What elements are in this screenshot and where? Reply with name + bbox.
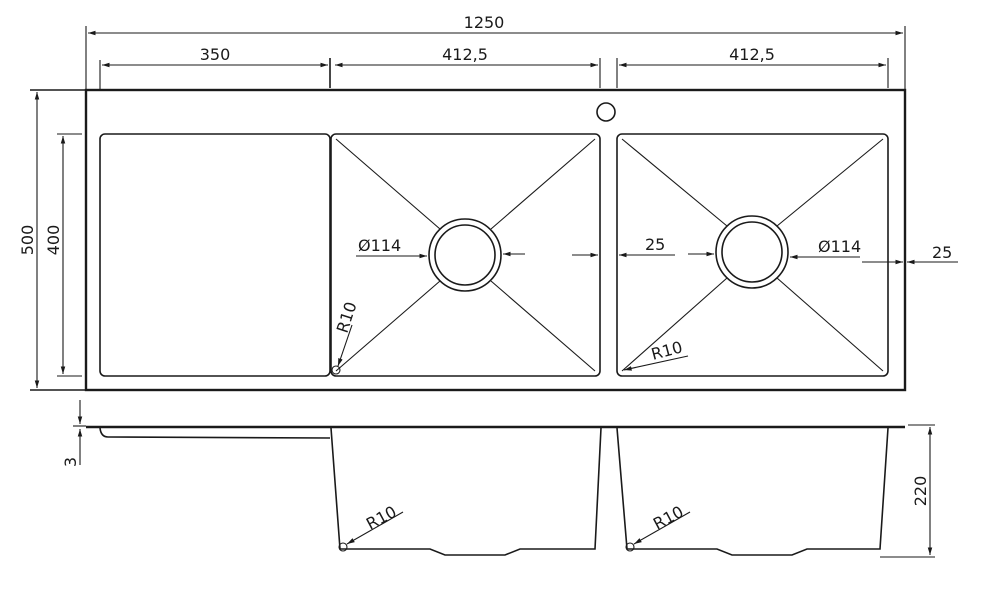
dim-drain-right: Ø114 <box>818 237 861 256</box>
dim-drain-left: Ø114 <box>358 236 401 255</box>
dimensions: 1250 350 412,5 412,5 500 400 Ø114 25 Ø11… <box>18 13 958 388</box>
drainer-area <box>99 133 331 377</box>
dim-412-5-left: 412,5 <box>442 45 488 64</box>
drainer-underside <box>99 427 331 439</box>
dim-r10-side-right: R10 <box>650 502 687 534</box>
bowl-left <box>330 133 601 377</box>
dim-412-5-right: 412,5 <box>729 45 775 64</box>
sink-outline <box>84 88 907 392</box>
drain-left <box>335 138 596 372</box>
corner-radius-marker <box>331 365 341 375</box>
dim-r10-side-left: R10 <box>363 502 400 534</box>
bowl-right <box>616 133 889 377</box>
dim-220: 220 <box>911 476 930 507</box>
tap-hole <box>596 102 616 122</box>
dim-gap-25: 25 <box>645 235 665 254</box>
bowl-right-profile <box>616 427 889 556</box>
plan-view <box>30 88 907 392</box>
dim-500: 500 <box>18 225 37 256</box>
dim-r10-bowl-left: R10 <box>333 299 361 335</box>
dim-r10-bowl-right: R10 <box>649 337 684 364</box>
dim-400: 400 <box>44 225 63 256</box>
dim-3: 3 <box>61 457 80 467</box>
dim-350: 350 <box>200 45 231 64</box>
bowl-left-profile <box>330 427 602 556</box>
drain-right <box>621 138 884 372</box>
side-view: R10 R10 220 3 <box>61 400 935 558</box>
dim-edge-25: 25 <box>932 243 952 262</box>
dim-1250: 1250 <box>464 13 505 32</box>
